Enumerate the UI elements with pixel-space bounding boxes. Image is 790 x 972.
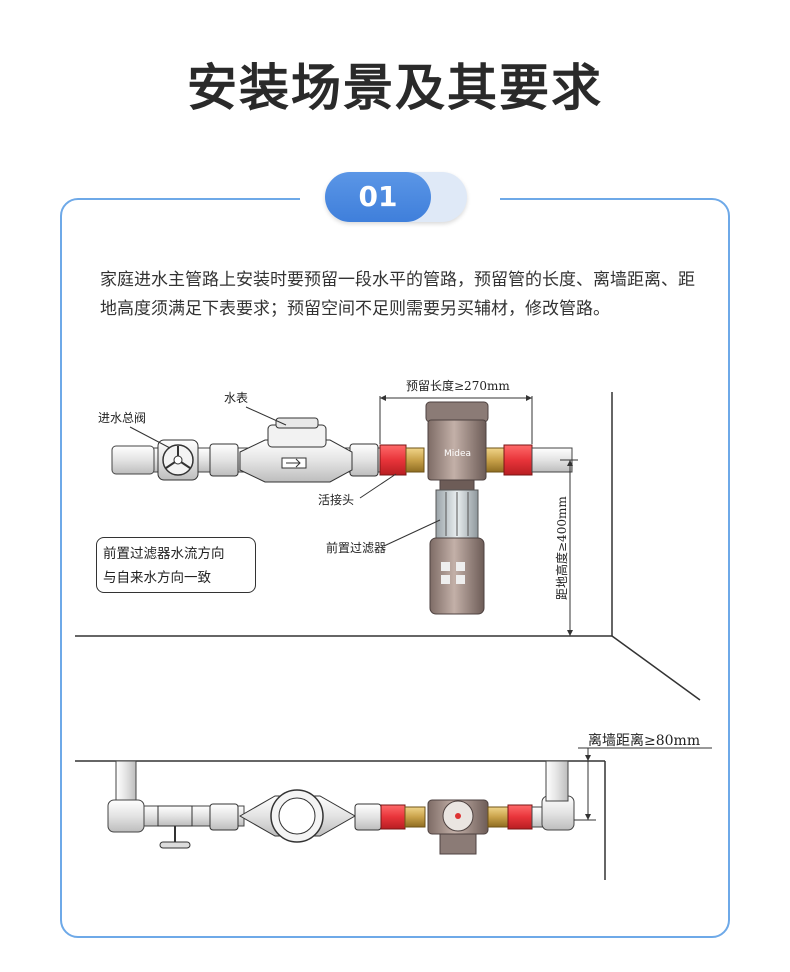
pre-filter-label: 前置过滤器 bbox=[326, 540, 386, 555]
floor-corner-line bbox=[611, 635, 701, 701]
pipe-end bbox=[111, 445, 155, 475]
flow-direction-note: 前置过滤器水流方向 与自来水方向一致 bbox=[96, 537, 256, 593]
water-meter-icon bbox=[239, 417, 353, 483]
note-line-2: 与自来水方向一致 bbox=[103, 570, 211, 586]
water-meter-label: 水表 bbox=[224, 391, 248, 405]
wall-distance-label: 离墙距离≥80mm bbox=[588, 732, 700, 749]
note-line-1: 前置过滤器水流方向 bbox=[103, 546, 225, 562]
step-number: 01 bbox=[325, 172, 431, 222]
union-joint-label: 活接头 bbox=[318, 492, 354, 507]
pre-filter-icon bbox=[425, 401, 489, 615]
brand-logo: Midea bbox=[444, 449, 471, 459]
ground-height-label: 距地高度≥400mm bbox=[554, 496, 569, 600]
left-red-fitting bbox=[379, 444, 407, 476]
intro-text: 家庭进水主管路上安装时要预留一段水平的管路，预留管的长度、离墙距离、距地高度须满… bbox=[100, 270, 695, 319]
inlet-valve-label: 进水总阀 bbox=[98, 411, 146, 425]
reserved-length-label: 预留长度≥270mm bbox=[406, 378, 510, 393]
filter-top-icon bbox=[427, 799, 489, 855]
inlet-valve-icon bbox=[157, 439, 199, 481]
meter-top-icon bbox=[238, 789, 357, 843]
page-title: 安装场景及其要求 bbox=[187, 59, 603, 117]
right-red-fitting bbox=[503, 444, 533, 476]
